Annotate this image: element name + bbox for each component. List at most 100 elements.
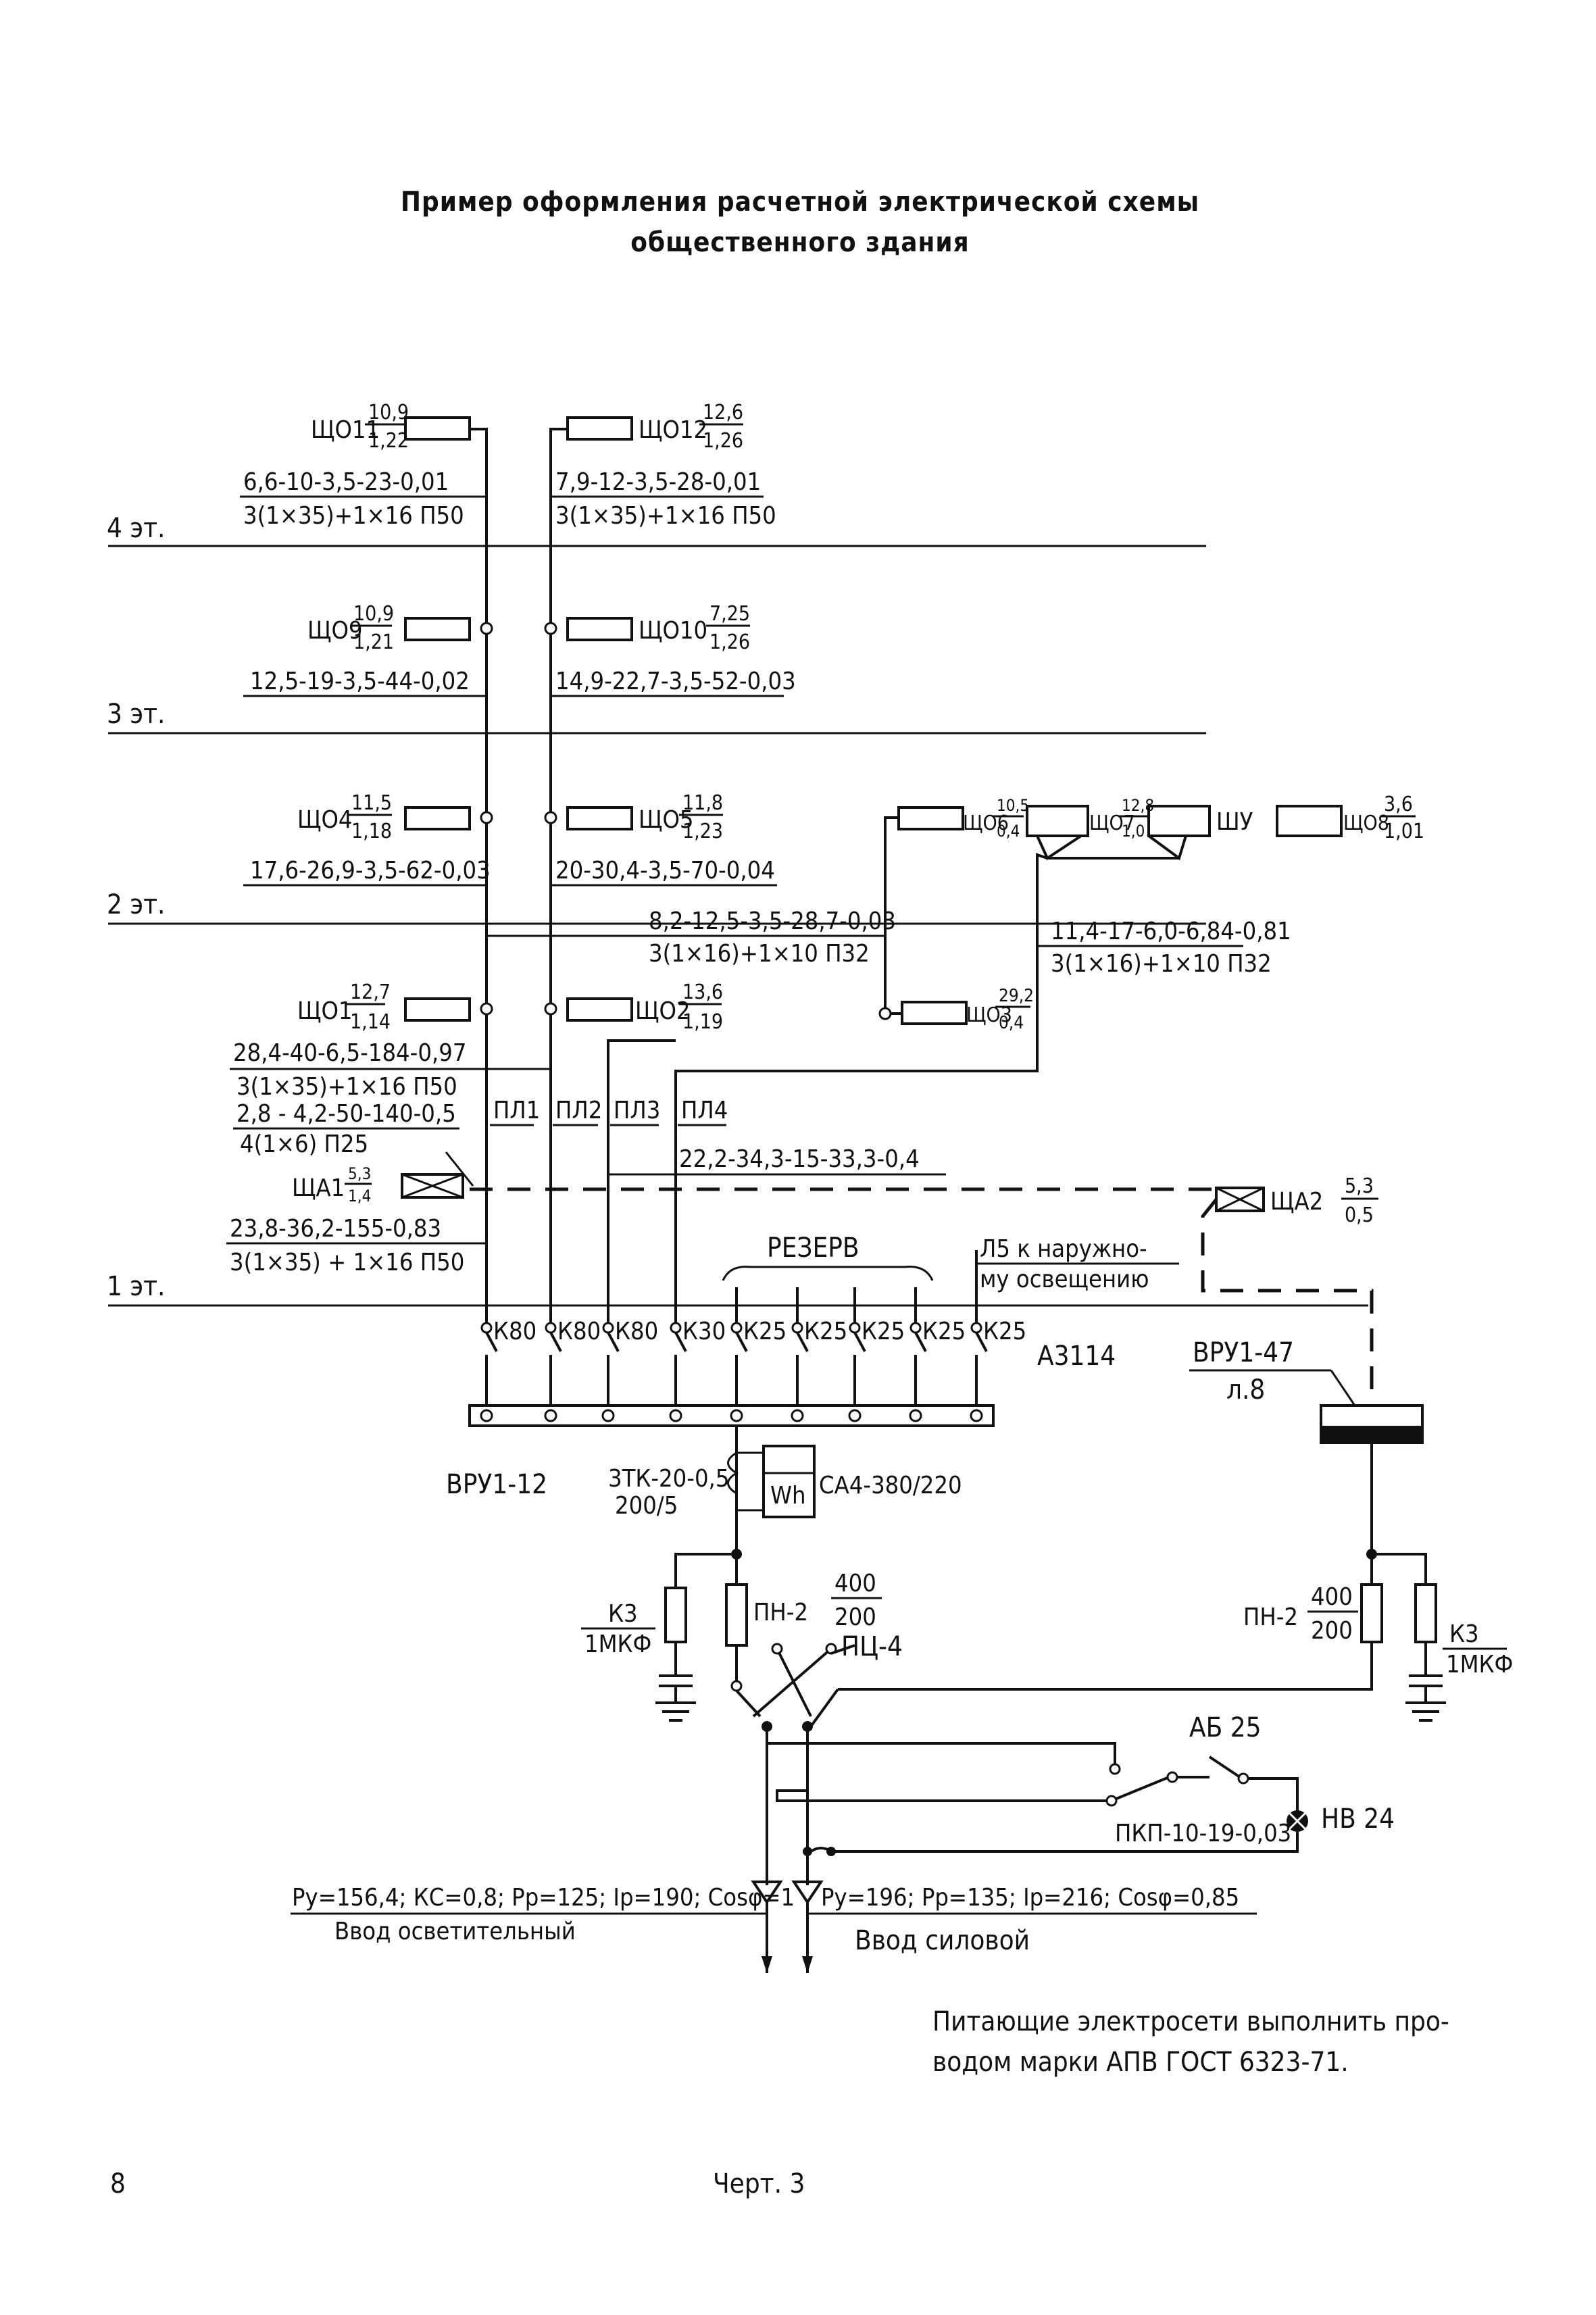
panel-shch02-num: 13,6 [682,980,723,1004]
feeder-drops [735,1287,917,1324]
fuse-left-name: ПН-2 [753,1599,808,1626]
reserve-label: РЕЗЕРВ [767,1233,859,1264]
breaker-4 [670,1322,687,1405]
line-l5-a: Л5 к наружно- [980,1235,1147,1263]
cable-c01: 28,4-40-6,5-184-0,97 [233,1039,466,1067]
right-input [838,1369,1446,1722]
cable-ca1b: 4(1×6) П25 [240,1130,368,1158]
panel-shch05-num: 11,8 [682,791,723,815]
cable-cmainb: 3(1×35) + 1×16 П50 [230,1249,464,1276]
risers [470,428,1039,1324]
power-input-name: Ввод силовой [855,1925,1030,1956]
cable-c012b: 3(1×35)+1×16 П50 [555,502,776,530]
cable-cpl4: 22,2-34,3-15-33,3-0,4 [679,1145,920,1173]
panel-shch03-num: 29,2 [999,986,1034,1006]
breaker-7 [849,1322,866,1405]
breaker-5 [730,1322,748,1405]
breaker-9 [970,1322,988,1405]
emergency-circuit [401,1151,1374,1392]
panel-shch03-den: 0,4 [999,1013,1024,1033]
floor-2-label: 2 эт. [107,889,165,920]
breaker-2-label: К80 [557,1318,601,1345]
panel-shch01-name: ЩО1 [297,997,353,1025]
transfer-switch [730,1643,855,1885]
light-input-name: Ввод осветительный [334,1918,576,1945]
panel-shch010-den: 1,26 [709,630,750,654]
panel-shch04-num: 11,5 [351,791,392,815]
breaker-8-label: К25 [922,1318,966,1345]
cable-c09: 12,5-19-3,5-44-0,02 [250,668,470,695]
breaker-2 [545,1322,562,1405]
transfer-switch-label: ПЦ-4 [841,1631,903,1662]
panel-shch010-num: 7,25 [709,602,750,626]
panel-shch01-num: 12,7 [350,980,391,1004]
panel-shch06-num: 10,5 [997,796,1029,815]
control-circuit [767,1742,1308,1856]
fuse-right-name: ПН-2 [1243,1603,1298,1631]
vru47-label: ВРУ1-47 [1193,1337,1294,1368]
cable-c06: 8,2-12,5-3,5-28,7-0,03 [649,907,896,935]
note-line-1: Питающие электросети выполнить про- [932,2006,1449,2037]
cable-c011b: 3(1×35)+1×16 П50 [243,502,464,530]
vru12-label: ВРУ1-12 [446,1469,547,1500]
panel-shcha1-num: 5,3 [348,1164,371,1183]
panel-shch08-den: 1,01 [1384,820,1424,843]
breaker-4-label: К30 [682,1318,726,1345]
cap-left-value: 1МКФ [584,1631,651,1658]
panel-shch09-name: ЩО9 [307,617,363,645]
panel-shch011-name: ЩО11 [311,416,380,444]
line-pl4: ПЛ4 [681,1097,728,1124]
panel-shcha2-name: ЩА2 [1270,1188,1323,1216]
breaker-7-label: К25 [862,1318,905,1345]
panel-shch012-num: 12,6 [703,401,743,424]
cable-c010: 14,9-22,7-3,5-52-0,03 [555,668,796,695]
breaker-9-label: К25 [983,1318,1026,1345]
page-number: 8 [110,2168,126,2199]
panel-shcha1-name: ЩА1 [292,1174,345,1202]
cable-ca1: 2,8 - 4,2-50-140-0,5 [236,1100,456,1128]
cable-c07: 11,4-17-6,0-6,84-0,81 [1051,918,1291,945]
breaker-6-label: К25 [804,1318,847,1345]
cable-c06b: 3(1×16)+1×10 П32 [649,940,870,968]
panel-shch012-den: 1,26 [703,429,743,453]
line-pl3: ПЛ3 [614,1097,660,1124]
breaker-3-label: К80 [615,1318,658,1345]
panel-shch010-name: ЩО10 [639,617,707,645]
panel-shch06-den: 0,4 [997,822,1020,841]
panel-shcha2-num: 5,3 [1345,1174,1374,1198]
junction-dots [480,622,892,1020]
panel-shch09-den: 1,21 [353,630,394,654]
panel-shcha1-den: 1,4 [348,1187,371,1205]
cable-c011: 6,6-10-3,5-23-0,01 [243,468,449,496]
cap-right-name: К3 [1449,1620,1479,1648]
figure-label: Черт. 3 [713,2168,805,2199]
power-input-params: Pу=196; Pр=135; Iр=216; Cosφ=0,85 [821,1884,1239,1912]
panel-shch02-den: 1,19 [682,1010,723,1034]
panel-shch04-name: ЩО4 [297,806,353,834]
meter-type-label: СА4-380/220 [819,1472,962,1499]
breaker-type-label: А3114 [1037,1341,1116,1372]
breaker-3 [602,1322,620,1405]
fuse-right-den: 200 [1311,1617,1353,1645]
breaker-1-label: К80 [493,1318,537,1345]
panel-shch09-num: 10,9 [353,602,394,626]
meter-symbol: Wh [770,1482,806,1510]
panel-shch011-num: 10,9 [368,401,409,424]
ab25-label: АБ 25 [1189,1712,1262,1743]
panel-shch02-name: ЩО2 [635,997,691,1025]
cable-c07b: 3(1×16)+1×10 П32 [1051,950,1272,978]
fuse-right-num: 400 [1311,1583,1353,1611]
ct-ratio-label: 200/5 [615,1492,678,1520]
ct-type-label: 3ТК-20-0,5 [608,1465,729,1493]
note-line-2: водом марки АПВ ГОСТ 6323-71. [932,2047,1349,2078]
panel-shch011-den: 1,22 [368,429,409,453]
fuse-left-den: 200 [834,1603,876,1631]
breaker-1 [480,1322,498,1405]
title-line-2: общественного здания [630,227,969,258]
pkp-label: ПКП-10-19-0,03 [1115,1820,1291,1847]
breaker-6 [791,1322,809,1405]
panel-shch04-den: 1,18 [351,820,392,843]
line-pl2: ПЛ2 [555,1097,602,1124]
panel-shch07-den: 1,0 [1122,822,1145,841]
